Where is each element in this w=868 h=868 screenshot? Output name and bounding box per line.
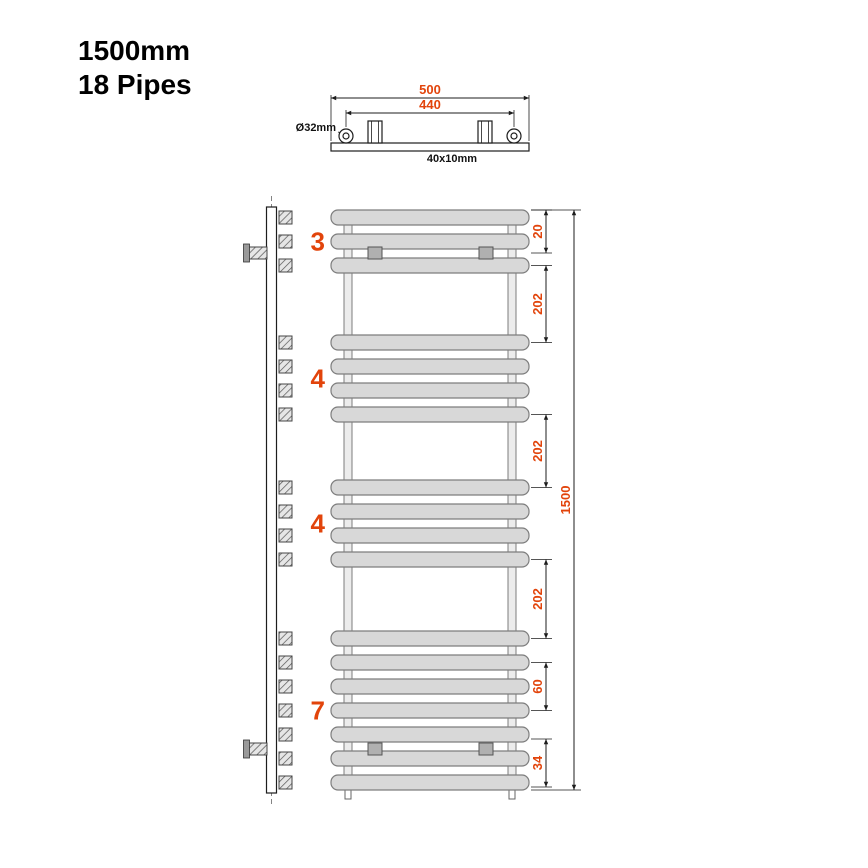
bracket-clip	[478, 246, 494, 260]
pipe	[330, 702, 530, 719]
pipe-group-count: 4	[311, 364, 326, 394]
pipe	[330, 750, 530, 767]
pipe	[330, 358, 530, 375]
mount-bracket-top-plate	[243, 243, 250, 263]
side-view	[243, 196, 293, 804]
dimension-label: 34	[530, 755, 545, 770]
pipe-group-count: 7	[311, 696, 325, 726]
bracket-size-label: 40x10mm	[427, 153, 477, 165]
bracket-clip	[367, 246, 383, 260]
dimension-label: 202	[530, 293, 545, 315]
pipe-end-stub	[278, 258, 293, 273]
pipe	[330, 503, 530, 520]
right-dimension-chain: 20 202 202 202 60 34	[530, 209, 552, 788]
pipe	[330, 479, 530, 496]
pipe	[330, 233, 530, 250]
dimension-label: 202	[530, 440, 545, 462]
pipe	[330, 257, 530, 274]
pipe-end-stub	[278, 751, 293, 766]
dimension-label-bracket-spacing: 440	[419, 97, 441, 112]
wall-bracket-left	[367, 120, 383, 144]
dimension-label: 60	[530, 679, 545, 693]
pipe-connection-right-inner	[510, 132, 518, 140]
pipe-group-count: 4	[311, 509, 326, 539]
mount-bracket-bottom-plate	[243, 739, 250, 759]
top-view-bar	[330, 142, 530, 152]
pipe-end-stub	[278, 383, 293, 398]
pipe-foot	[344, 789, 352, 800]
top-view: 500 440 Ø32mm 40x10mm	[296, 82, 530, 165]
pipe	[330, 726, 530, 743]
pipe-end-stub	[278, 679, 293, 694]
dimension-label-overall-width: 500	[419, 82, 441, 97]
pipe	[330, 382, 530, 399]
pipe-end-stub	[278, 703, 293, 718]
pipe-end-stub	[278, 210, 293, 225]
pipe-end-stub	[278, 480, 293, 495]
pipe-diameter-label: Ø32mm	[296, 122, 337, 134]
overall-height-dimension: 1500	[531, 209, 581, 791]
side-rail-profile	[265, 206, 278, 794]
pipe	[330, 334, 530, 351]
pipe-connection-left-inner	[342, 132, 350, 140]
pipe-foot	[508, 789, 516, 800]
pipe-end-stub	[278, 775, 293, 790]
pipe	[330, 551, 530, 568]
pipe-end-stub	[278, 727, 293, 742]
pipe-group-count: 3	[311, 227, 325, 257]
pipe-end-stub	[278, 234, 293, 249]
front-view: 3 4 4 7	[311, 209, 530, 800]
pipe-end-stub	[278, 504, 293, 519]
pipe	[330, 654, 530, 671]
title-pipes-label: 18 Pipes	[78, 69, 192, 100]
side-pipe-stubs	[278, 210, 293, 790]
pipe-end-stub	[278, 655, 293, 670]
dimension-label: 202	[530, 588, 545, 610]
pipe	[330, 630, 530, 647]
bracket-clip	[478, 742, 494, 756]
pipe	[330, 527, 530, 544]
mount-bracket-top	[248, 246, 268, 260]
pipe	[330, 774, 530, 791]
title-size-label: 1500mm	[78, 35, 190, 66]
mount-bracket-bottom	[248, 742, 268, 756]
pipe	[330, 678, 530, 695]
pipe-end-stub	[278, 528, 293, 543]
bracket-clip	[367, 742, 383, 756]
pipe	[330, 209, 530, 226]
pipe-end-stub	[278, 359, 293, 374]
pipe	[330, 406, 530, 423]
pipe-end-stub	[278, 631, 293, 646]
pipe-end-stub	[278, 335, 293, 350]
pipe-end-stub	[278, 407, 293, 422]
dimension-label-overall-height: 1500	[558, 486, 573, 515]
pipe-end-stub	[278, 552, 293, 567]
dimension-label: 20	[530, 224, 545, 238]
wall-bracket-right	[477, 120, 493, 144]
